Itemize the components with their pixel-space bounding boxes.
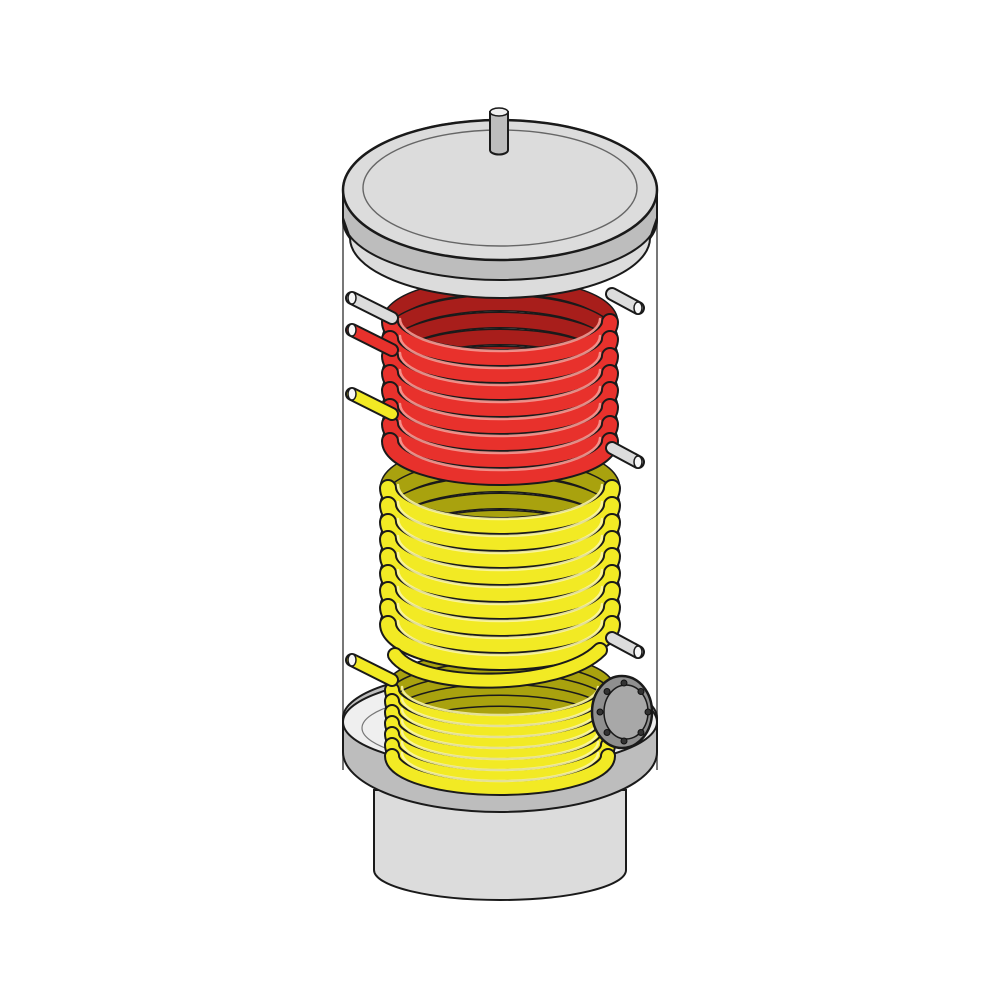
coil-turn-highlight [400,707,600,739]
coil-turn-front [381,600,619,652]
coil-turn-highlight [396,585,604,623]
coil-turn-front [381,549,619,601]
coil-turn-front [383,315,617,365]
coil-turn-front [381,583,619,635]
coil-turn-front [383,349,617,399]
tank-top-cap [341,107,659,299]
coil-turn-highlight [396,517,604,555]
flange-bolt [603,687,611,695]
left-nozzle-yellow-lower-end [347,653,357,667]
coil-turn-back [383,296,617,346]
coil-turn-highlight [398,385,602,421]
left-nozzle-top-end [347,291,357,305]
coil-turn-highlight [400,696,600,728]
top-vent-pipe [489,111,509,156]
coil-turn-front [381,515,619,567]
coil-turn-front [381,481,619,533]
coil-turn-highlight [400,685,600,717]
flange-bolt [637,687,645,695]
coil-turn-highlight [398,402,602,438]
flange-bolt [620,737,628,745]
base-foot [373,789,627,901]
coil-turn-highlight [400,718,600,750]
coil-turn-highlight [398,317,602,353]
coil-turn-highlight [396,602,604,640]
cap-skirt [342,217,658,299]
coil-turn-highlight [398,419,602,455]
coil-turn-highlight [398,368,602,404]
coil-turn-highlight [400,729,600,761]
coil-turn-highlight [396,619,604,657]
flange-bolt [644,708,652,716]
coil-turn-highlight [400,751,600,783]
coil-turn-highlight [396,551,604,589]
right-nozzle-3-end [633,645,643,659]
left-nozzle-red-end [347,323,357,337]
coil-turn-highlight [396,500,604,538]
flange-bolt [603,729,611,737]
coil-turn-front [381,617,619,669]
coil-turn-highlight [396,534,604,572]
upper-coil-red [381,277,619,486]
inspection-flange [590,674,654,750]
coil-turn-front [383,383,617,433]
left-nozzle-top [347,293,397,323]
coil-turn-highlight [398,334,602,370]
coil-turn-front [383,417,617,467]
right-nozzle-2-end [633,455,643,469]
coil-turn-front [386,750,614,794]
coil-turn-front [383,366,617,416]
coil-turn-front [383,332,617,382]
left-nozzle-yellow-upper [347,389,397,419]
flange-bolt [620,679,628,687]
coil-turn-front [383,434,617,484]
top-vent-pipe-end [489,107,509,117]
tank-connections [345,287,645,687]
coil-turn-highlight [398,351,602,387]
left-nozzle-yellow-lower [347,655,397,685]
lower-coil-bottom-section [384,650,616,796]
lower-coil-yellow [379,441,621,689]
left-nozzle-yellow-upper-end [347,387,357,401]
left-nozzle-red [347,325,397,355]
flange-bolt [596,708,604,716]
coil-turn-highlight [396,568,604,606]
coil-turn-front [383,400,617,450]
coil-turn-highlight [396,483,604,521]
coil-turn-front [381,532,619,584]
coil-turn-front [381,498,619,550]
tank-shell [342,190,658,770]
coil-turn-highlight [398,436,602,472]
coil-link [389,644,606,687]
coil-turn-front [381,566,619,618]
right-nozzle-1-end [633,301,643,315]
coil-turn-highlight [400,740,600,772]
flange-bolt [637,729,645,737]
